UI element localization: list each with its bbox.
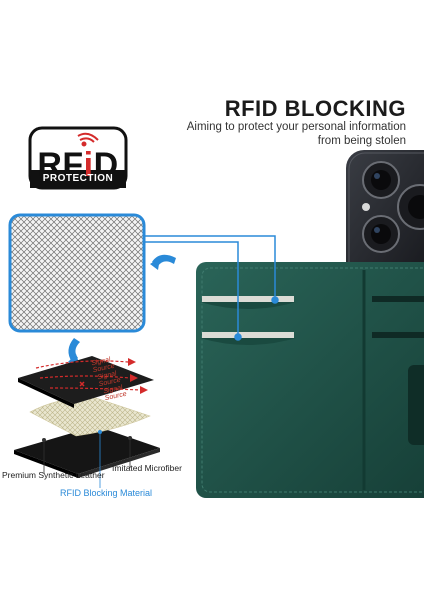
camera-lens-icon — [397, 184, 424, 230]
badge-i: i — [83, 146, 94, 184]
arrow-head-icon — [128, 358, 148, 394]
badge-rfid-text: RFiD — [30, 146, 126, 185]
blocked-mark-icon — [79, 381, 85, 387]
page-title: RFID BLOCKING — [224, 96, 406, 121]
label-rfid-material: RFID Blocking Material — [60, 488, 153, 498]
subtitle-line-2: from being stolen — [317, 135, 406, 147]
layer-stack — [14, 356, 160, 478]
curved-arrow-icon — [150, 254, 176, 270]
wifi-signal-icon — [77, 132, 99, 147]
badge-rf: RF — [37, 146, 84, 184]
rfid-mesh-swatch — [8, 213, 146, 333]
callout-lines — [42, 430, 132, 488]
label-leather: Premium Synthetic Leather — [2, 470, 105, 480]
label-microfiber: Imitated Microfiber — [112, 463, 182, 473]
camera-lens-icon — [362, 215, 400, 253]
wallet-case — [196, 262, 424, 498]
connector-lines — [142, 235, 279, 341]
badge-protection-text: PROTECTION — [42, 173, 114, 184]
rfid-badge — [28, 126, 128, 190]
subtitle-line-1: Aiming to protect your personal informat… — [186, 121, 406, 133]
badge-d: D — [93, 146, 119, 184]
camera-lens-icon — [362, 161, 400, 199]
flash-icon — [362, 203, 370, 211]
signal-arrows — [35, 360, 141, 391]
